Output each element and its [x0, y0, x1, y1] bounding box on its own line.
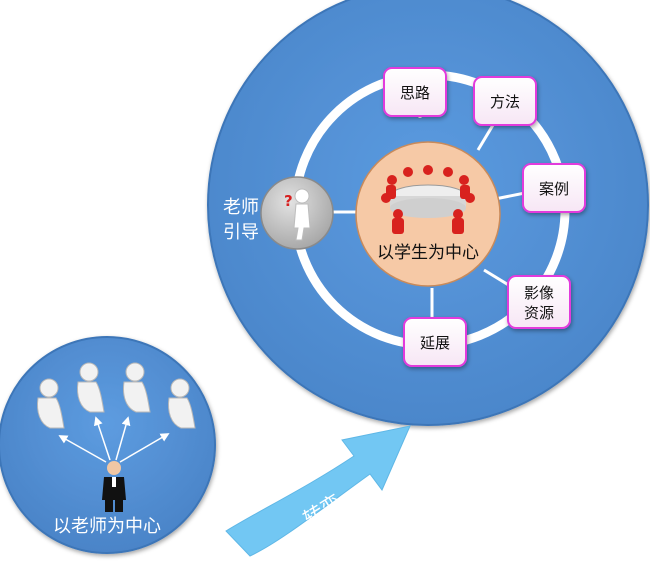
teacher-centered-circle: 以老师为中心: [0, 336, 216, 554]
node-anli-label: 案例: [539, 180, 569, 198]
guide-label-line2: 引导: [223, 222, 259, 243]
node-yanzhan-label: 延展: [420, 334, 450, 352]
node-siliu-label: 思路: [400, 84, 430, 102]
node-yingxiang: 影像 资源: [507, 275, 571, 329]
teacher-icon: [102, 461, 126, 512]
svg-text:?: ?: [284, 192, 293, 210]
guide-label-line1: 老师: [223, 197, 259, 218]
node-fangfa: 方法: [473, 76, 537, 126]
small-circle-label: 以老师为中心: [53, 516, 161, 537]
curved-arrow-shape: [225, 425, 411, 557]
node-yingxiang-label-line1: 影像: [524, 284, 554, 302]
node-anli: 案例: [522, 163, 586, 213]
center-icon: [381, 165, 475, 234]
node-yingxiang-label-line2: 资源: [524, 304, 554, 322]
center-label: 以学生为中心: [377, 243, 479, 263]
sitting-figure-icon: [37, 362, 196, 429]
thinking-figure-icon: ?: [284, 188, 311, 241]
teacher-arrows: [58, 416, 170, 463]
transition-arrow: 转变: [225, 425, 411, 557]
node-fangfa-label: 方法: [490, 93, 520, 111]
node-siliu: 思路: [383, 67, 447, 117]
node-yanzhan: 延展: [403, 317, 467, 367]
student-centered-circle: 以学生为中心 ? 老师 引导 思路 方法 案例 影像 资源: [207, 0, 649, 426]
